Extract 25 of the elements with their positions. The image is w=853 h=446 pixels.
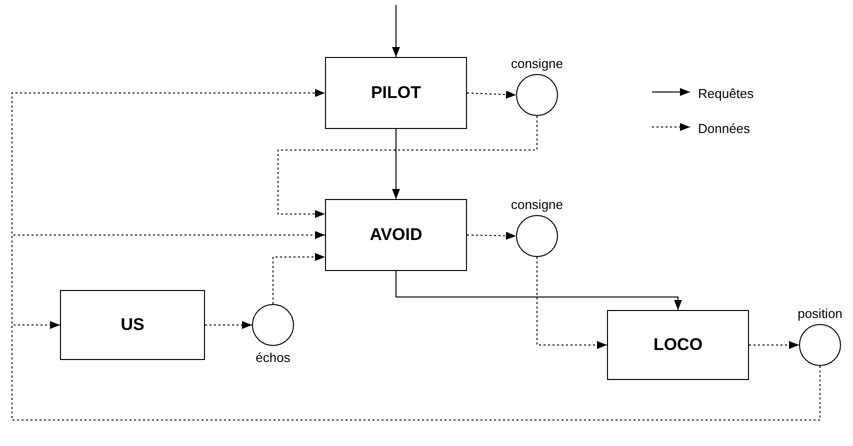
box-label: AVOID — [370, 224, 422, 246]
process-box — [325, 199, 467, 271]
circle-caption: échos — [256, 349, 290, 367]
arrow — [278, 116, 538, 218]
process-box — [325, 57, 467, 129]
arrow — [204, 321, 252, 329]
arrow — [466, 90, 516, 99]
arrow — [748, 341, 800, 349]
arrow — [396, 270, 682, 310]
arrow — [392, 4, 400, 58]
arrow — [392, 128, 400, 200]
legend-label: Requêtes — [698, 85, 754, 103]
arrow — [272, 253, 326, 304]
circle-caption: consigne — [510, 196, 564, 214]
process-box — [60, 290, 205, 360]
arrow — [12, 321, 820, 420]
box-label: LOCO — [653, 334, 703, 356]
box-label: US — [120, 314, 144, 336]
circle-caption: consigne — [510, 55, 564, 73]
process-box — [607, 310, 749, 380]
arrow — [466, 232, 516, 240]
legend-label: Données — [698, 120, 750, 138]
arrow — [536, 256, 608, 349]
circle-caption: position — [798, 305, 842, 323]
box-label: PILOT — [370, 82, 422, 104]
